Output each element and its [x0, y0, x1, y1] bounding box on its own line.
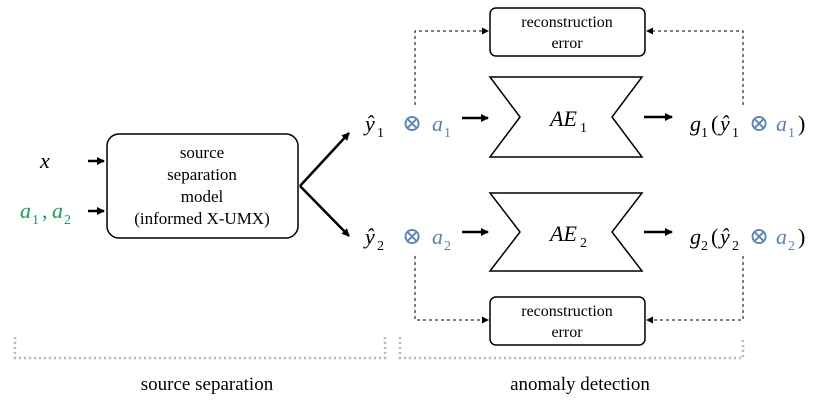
recon-bottom-line-2: error — [551, 324, 583, 341]
result-2-otimes-icon: ⊗ — [749, 224, 769, 250]
output-1-a-sub: 1 — [444, 126, 451, 141]
input-a-label: a 1 , a 2 — [20, 198, 71, 228]
output-1-sub: 1 — [377, 126, 384, 141]
input-a2-sub: 2 — [64, 213, 71, 228]
result-2-a-sub: 2 — [788, 239, 795, 254]
result-2-close: ) — [798, 224, 805, 249]
otimes-1-icon: ⊗ — [402, 111, 422, 137]
result-2-g: g — [690, 224, 701, 249]
source-separation-bracket — [13, 337, 387, 360]
output-2-label: ŷ 2 ⊗ a 2 — [363, 224, 451, 254]
result-1-g: g — [690, 111, 701, 136]
result-1-a-sub: 1 — [788, 126, 795, 141]
input-a1-sub: 1 — [32, 213, 39, 228]
fork-arrow-top — [299, 132, 350, 187]
model-line-4: (informed X-UMX) — [134, 209, 270, 228]
output-2-sub: 2 — [377, 239, 384, 254]
result-1-close: ) — [798, 111, 805, 136]
output-2-y: ŷ — [363, 224, 375, 249]
output-1-label: ŷ 1 ⊗ a 1 — [363, 111, 451, 141]
result-2-y-sub: 2 — [732, 239, 739, 254]
recon-error-box-bottom — [489, 296, 646, 346]
input-a2: a — [52, 198, 63, 223]
ae2-sub: 2 — [580, 236, 587, 251]
result-1-y-sub: 1 — [732, 126, 739, 141]
autoencoder-2-shape — [488, 192, 644, 272]
result-1-open: ( — [711, 111, 718, 136]
output-1-a: a — [432, 111, 443, 136]
model-line-2: separation — [167, 165, 237, 184]
recon-bottom-line-1: reconstruction — [521, 303, 613, 320]
input-x-label: x — [39, 148, 50, 173]
recon-top-line-1: reconstruction — [521, 14, 613, 31]
otimes-2-icon: ⊗ — [402, 224, 422, 250]
result-2-open: ( — [711, 224, 718, 249]
ae1-sub: 1 — [580, 121, 587, 136]
dashed-in-top — [414, 27, 489, 105]
recon-top-line-2: error — [551, 35, 583, 52]
result-2-y: ŷ — [718, 224, 730, 249]
dashed-out-top — [646, 27, 744, 105]
result-2-label: g 2 ( ŷ 2 ⊗ a 2 ) — [690, 224, 805, 254]
input-a1: a — [20, 198, 31, 223]
input-comma: , — [42, 198, 48, 223]
result-1-g-sub: 1 — [701, 126, 708, 141]
output-2-a-sub: 2 — [444, 239, 451, 254]
model-line-1: source — [180, 143, 224, 162]
result-1-label: g 1 ( ŷ 1 ⊗ a 1 ) — [690, 111, 805, 141]
result-2-a: a — [776, 224, 787, 249]
fork-arrow-bottom — [299, 185, 350, 237]
ae1-label: AE — [548, 106, 577, 131]
result-1-y: ŷ — [718, 111, 730, 136]
result-1-a: a — [776, 111, 787, 136]
output-1-y: ŷ — [363, 111, 375, 136]
output-2-a: a — [432, 224, 443, 249]
dashed-out-bottom — [646, 256, 744, 324]
dashed-in-bottom — [414, 256, 489, 324]
separation-model-box — [106, 133, 299, 239]
result-1-otimes-icon: ⊗ — [749, 111, 769, 137]
result-2-g-sub: 2 — [701, 239, 708, 254]
section-label-anomaly-detection: anomaly detection — [510, 374, 650, 395]
autoencoder-1-shape — [488, 76, 644, 158]
model-line-3: model — [181, 187, 224, 206]
ae2-label: AE — [548, 221, 577, 246]
anomaly-detection-bracket — [398, 337, 745, 360]
recon-error-box-top — [489, 7, 646, 57]
section-label-source-separation: source separation — [141, 374, 274, 395]
